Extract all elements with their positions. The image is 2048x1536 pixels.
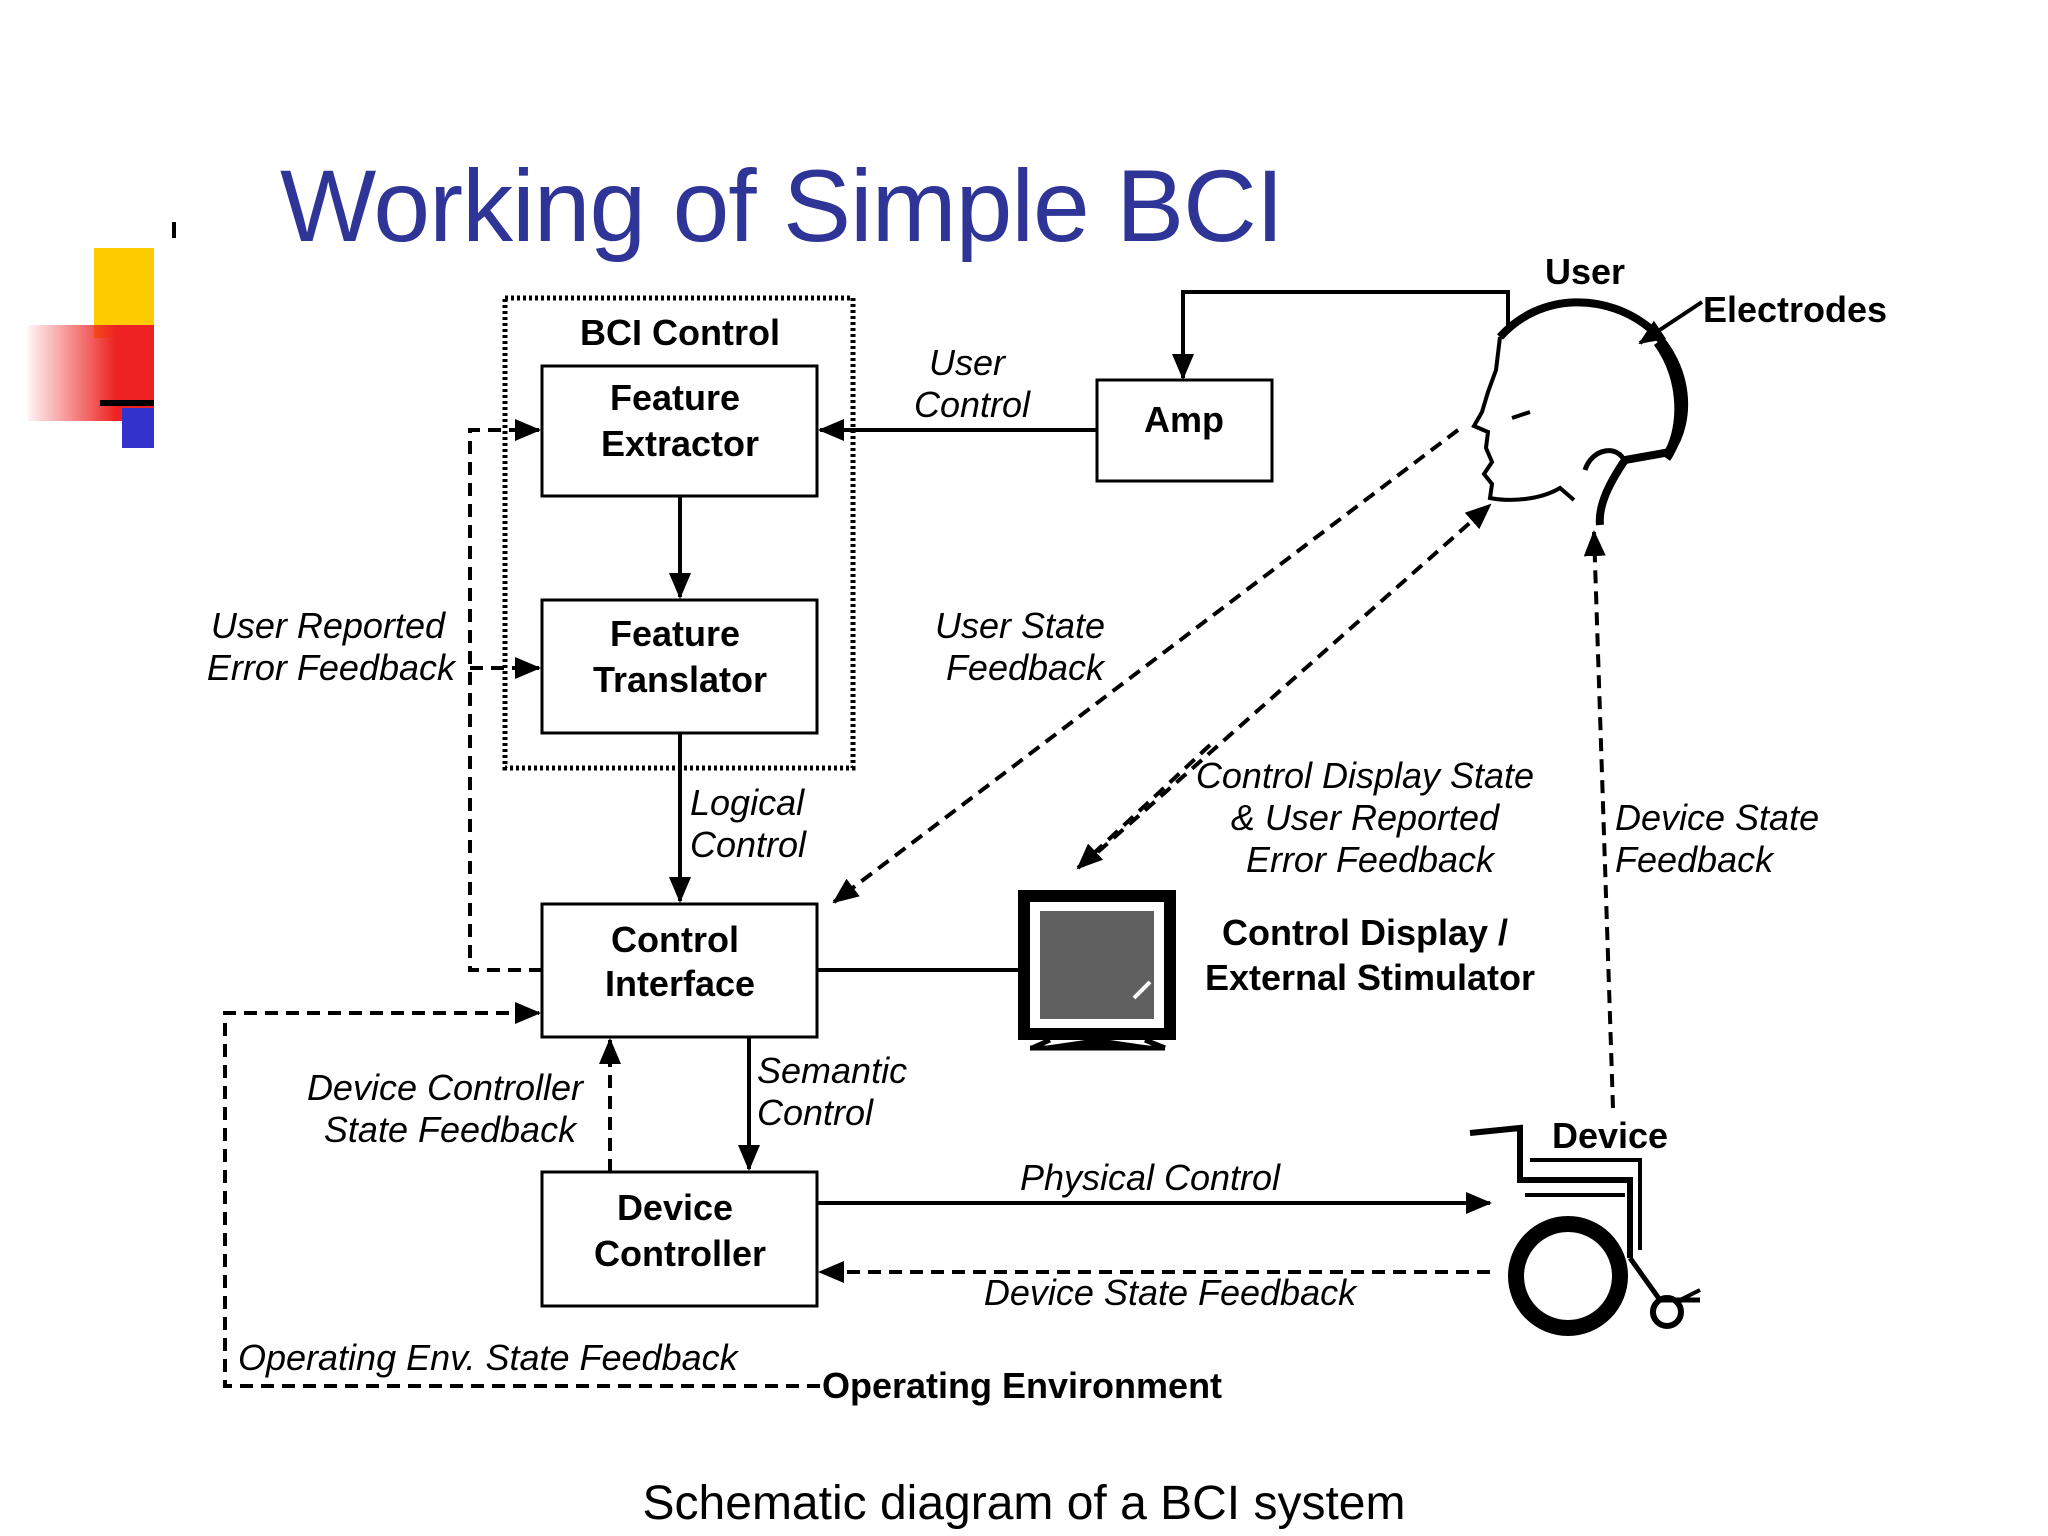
arrow-user-to-amp	[1172, 290, 1510, 380]
edge-display-state-line1: Control Display State	[1196, 755, 1534, 796]
electrodes-label: Electrodes	[1703, 289, 1887, 330]
edge-display-state-line2: & User Reported	[1231, 797, 1500, 838]
svg-text:User State Feedback: User State Feedback	[935, 605, 1115, 688]
amp-label: Amp	[1144, 399, 1224, 440]
edge-semantic-control-line1: Semantic	[757, 1050, 907, 1091]
edge-logical-control-line1: Logical	[690, 782, 805, 823]
edge-device-controller-state-line1: Device Controller	[307, 1067, 585, 1108]
svg-text:Control Display / External: Control Display / External Stimulator	[1205, 912, 1535, 998]
control-interface-line1: Control	[611, 919, 739, 960]
edge-operating-env-state: Operating Env. State Feedback	[238, 1337, 740, 1378]
svg-text:Feature Translator: Feature Translator	[593, 613, 767, 700]
svg-text:Device Controller State Fe: Device Controller State Feedback	[307, 1067, 593, 1150]
arrow-device-state-right	[1583, 530, 1615, 1109]
user-head-icon	[1471, 298, 1689, 526]
edge-device-state-right-line2: Feedback	[1615, 839, 1775, 880]
svg-text:Device State Feedback: Device State Feedback	[1615, 797, 1829, 880]
control-display-line1: Control Display /	[1222, 912, 1508, 953]
edge-user-control-line2: Control	[914, 384, 1031, 425]
edge-user-control-line1: User	[929, 342, 1007, 383]
feature-translator-line1: Feature	[610, 613, 740, 654]
bci-control-label: BCI Control	[580, 312, 780, 353]
slide-title: Working of Simple BCI	[280, 149, 1284, 263]
amp-box	[1095, 378, 1274, 483]
edge-user-state-line1: User State	[935, 605, 1105, 646]
svg-text:Semantic Control: Semantic Control	[757, 1050, 917, 1133]
arrow-display-state-to-display	[1076, 743, 1212, 870]
arrow-operating-env-state	[223, 1002, 820, 1388]
arrow-user-state-feedback	[832, 428, 1460, 904]
svg-text:User Reported Error Feedba: User Reported Error Feedback	[207, 605, 457, 688]
edge-user-reported-line1: User Reported	[211, 605, 446, 646]
decor-tick	[172, 222, 176, 238]
arrow-display-state-to-user	[1080, 503, 1492, 868]
operating-environment-label: Operating Environment	[822, 1365, 1222, 1406]
svg-text:Control Display State & Us: Control Display State & User Reported Er…	[1196, 755, 1544, 880]
device-label: Device	[1552, 1115, 1668, 1156]
slide-caption: Schematic diagram of a BCI system	[642, 1477, 1406, 1530]
feature-translator-line2: Translator	[593, 659, 767, 700]
edge-device-state-right-line1: Device State	[1615, 797, 1819, 838]
feature-extractor-line1: Feature	[610, 377, 740, 418]
arrow-error-feedback-extractor	[468, 419, 542, 972]
feature-extractor-line2: Extractor	[601, 423, 759, 464]
feature-translator-box	[540, 598, 819, 735]
arrow-electrodes	[1638, 300, 1704, 345]
svg-text:User Control: User Control	[914, 342, 1031, 425]
decor-blue-block	[122, 408, 154, 448]
edge-physical-control: Physical Control	[1020, 1157, 1281, 1198]
user-label: User	[1545, 251, 1625, 292]
control-interface-line2: Interface	[605, 963, 755, 1004]
device-controller-line2: Controller	[594, 1233, 766, 1274]
edge-logical-control-line2: Control	[690, 824, 807, 865]
edge-user-state-line2: Feedback	[946, 647, 1106, 688]
svg-text:Device Controller: Device Controller	[594, 1187, 766, 1274]
svg-text:Feature Extractor: Feature Extractor	[601, 377, 759, 464]
device-controller-box	[540, 1170, 819, 1308]
edge-semantic-control-line2: Control	[757, 1092, 874, 1133]
decor-yellow-block	[94, 248, 154, 338]
svg-text:Logical Control: Logical Control	[690, 782, 814, 865]
feature-extractor-box	[540, 364, 819, 498]
control-display-icon	[1018, 890, 1176, 1051]
device-controller-line1: Device	[617, 1187, 733, 1228]
wheelchair-icon	[1469, 1124, 1701, 1336]
edge-display-state-line3: Error Feedback	[1246, 839, 1496, 880]
edge-device-state-bottom: Device State Feedback	[984, 1272, 1358, 1313]
edge-user-reported-line2: Error Feedback	[207, 647, 457, 688]
edge-device-controller-state-line2: State Feedback	[324, 1109, 578, 1150]
decor-black-bar	[100, 400, 154, 406]
svg-text:Control Interface: Control Interface	[605, 919, 755, 1004]
control-display-line2: External Stimulator	[1205, 957, 1535, 998]
